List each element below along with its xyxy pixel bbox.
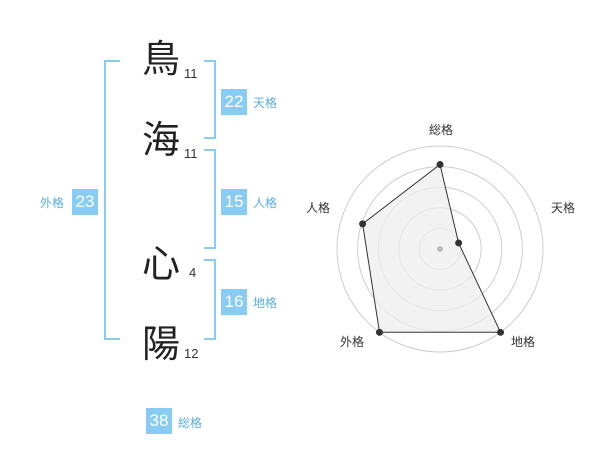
radar-center-dot [437, 246, 443, 252]
tenkaku-bracket [204, 60, 216, 139]
jinkaku-bracket [204, 149, 216, 249]
name-char-2: 海 [142, 118, 181, 162]
tenkaku-value-badge: 22 [221, 89, 247, 115]
name-char-4: 陽 [142, 322, 181, 366]
radar-label-gaikaku: 外格 [340, 334, 364, 349]
stroke-count-1: 11 [184, 66, 198, 81]
chikaku-value-badge: 16 [221, 289, 247, 315]
stroke-count-2: 11 [184, 146, 198, 161]
gaikaku-label: 外格 [40, 196, 65, 210]
radar-ring [336, 145, 544, 353]
tenkaku-label: 天格 [253, 96, 278, 110]
radar-point [359, 220, 367, 228]
radar-polygon [362, 163, 502, 333]
gaikaku-value-badge: 23 [72, 189, 98, 215]
chikaku-bracket [204, 259, 216, 340]
radar-point [497, 328, 505, 336]
gaikaku-bracket [104, 60, 120, 340]
stroke-count-3: 4 [189, 265, 197, 280]
radar-point [455, 239, 463, 247]
name-char-1: 鳥 [142, 37, 181, 81]
radar-label-tenkaku: 天格 [551, 200, 575, 215]
stroke-count-4: 12 [184, 346, 199, 361]
soukaku-label: 総格 [178, 416, 203, 430]
radar-point [436, 161, 444, 169]
radar-point [375, 328, 383, 336]
jinkaku-value-badge: 15 [221, 189, 247, 215]
radar-label-soukaku: 総格 [429, 122, 453, 137]
soukaku-value-badge: 38 [146, 408, 172, 434]
jinkaku-label: 人格 [253, 196, 278, 210]
chikaku-label: 地格 [253, 296, 278, 310]
radar-label-chikaku: 地格 [511, 334, 535, 349]
radar-label-jinkaku: 人格 [306, 200, 330, 215]
name-char-3: 心 [142, 242, 181, 286]
